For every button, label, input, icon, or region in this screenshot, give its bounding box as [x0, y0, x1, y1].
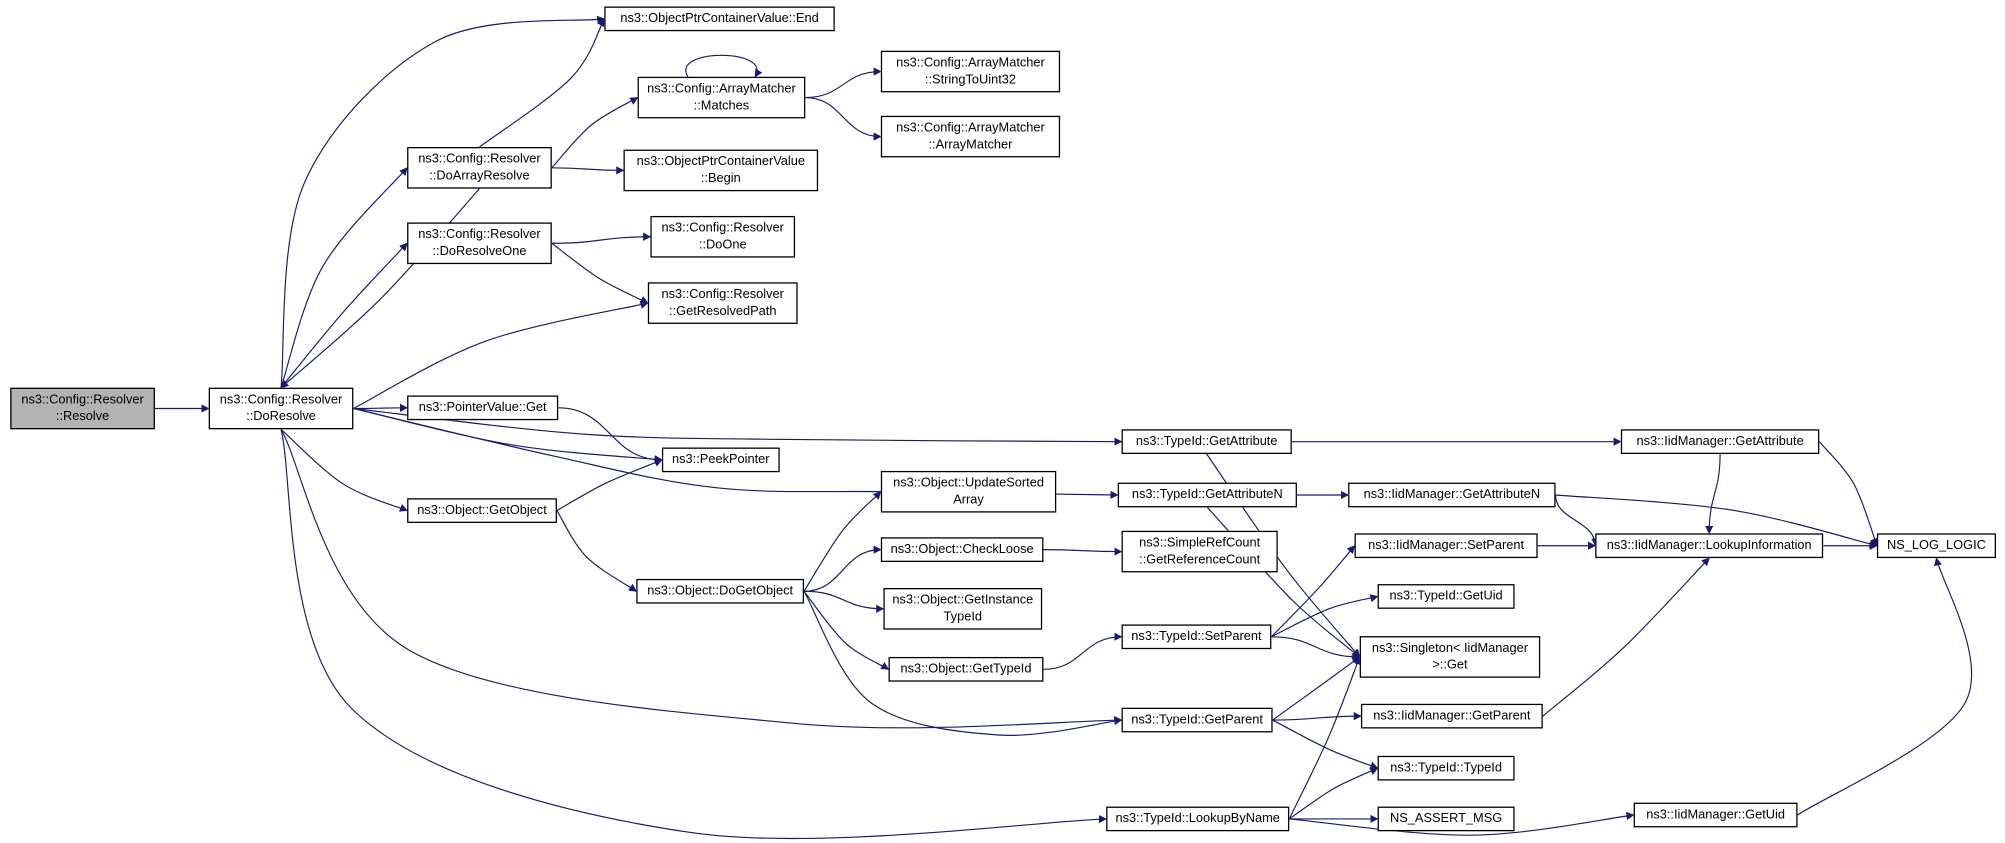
node-object-getinstancetypeid[interactable]: ns3::Object::GetInstance TypeId	[883, 588, 1043, 630]
node-typeid-setparent[interactable]: ns3::TypeId::SetParent	[1121, 624, 1272, 650]
node-iidmanager-getuid[interactable]: ns3::IidManager::GetUid	[1633, 802, 1798, 828]
edge-do_array_resolve--optr_end	[479, 18, 605, 148]
edge-do_get_object--update_sorted_array	[803, 491, 882, 592]
edge-do_resolve--get_resolved_path	[353, 300, 649, 410]
edge-do_get_object--check_loose	[804, 545, 882, 592]
edge-do_get_object--object_get_type_id	[803, 590, 890, 670]
node-config-resolver-doresolve[interactable]: ns3::Config::Resolver ::DoResolve	[208, 387, 354, 430]
edge-do_resolve--optr_end	[280, 15, 606, 388]
node-typeid-getattribute[interactable]: ns3::TypeId::GetAttribute	[1121, 429, 1292, 455]
node-config-resolver-resolve[interactable]: ns3::Config::Resolver ::Resolve	[10, 387, 155, 430]
edge-type_set_parent--iid_set_parent	[1270, 545, 1356, 638]
edge-type_set_parent--type_get_uid	[1271, 594, 1379, 638]
edge-type_get_parent--iid_get_parent	[1272, 712, 1362, 721]
node-arraymatcher-arraymatcher[interactable]: ns3::Config::ArrayMatcher ::ArrayMatcher	[880, 115, 1061, 158]
edge-do_resolve--do_array_resolve	[280, 167, 408, 388]
edge-iid_get_attribute--ns_log_logic	[1818, 441, 1879, 547]
node-iidmanager-getparent[interactable]: ns3::IidManager::GetParent	[1360, 703, 1543, 729]
edge-matches--matches	[685, 54, 763, 78]
edge-pointer_get--peek_pointer	[558, 407, 663, 464]
edge-lookup_by_name--type_id_ctor	[1288, 767, 1379, 820]
node-objectptrcontainervalue-end[interactable]: ns3::ObjectPtrContainerValue::End	[604, 6, 835, 32]
edge-do_resolve_one--get_resolved_path	[551, 242, 649, 304]
edge-get_object--peek_pointer	[556, 458, 663, 512]
edge-iid_get_attribute_n--lookup_information	[1554, 494, 1600, 547]
edge-matches--array_matcher_ctor	[805, 96, 882, 141]
node-typeid-getparent[interactable]: ns3::TypeId::GetParent	[1121, 707, 1273, 733]
edge-get_object--do_get_object	[556, 510, 637, 592]
node-ns-assert-msg[interactable]: NS_ASSERT_MSG	[1377, 806, 1515, 832]
edge-do_resolve--get_object	[280, 428, 408, 512]
node-arraymatcher-matches[interactable]: ns3::Config::ArrayMatcher ::Matches	[637, 76, 806, 119]
node-config-resolver-doresolveone[interactable]: ns3::Config::Resolver ::DoResolveOne	[407, 222, 552, 265]
node-typeid-getattributen[interactable]: ns3::TypeId::GetAttributeN	[1117, 482, 1297, 508]
node-typeid-getuid[interactable]: ns3::TypeId::GetUid	[1377, 584, 1515, 609]
edge-lookup_by_name--singleton_get	[1288, 656, 1361, 820]
node-iidmanager-lookupinformation[interactable]: ns3::IidManager::LookupInformation	[1595, 533, 1824, 559]
node-config-resolver-doone[interactable]: ns3::Config::Resolver ::DoOne	[650, 215, 796, 258]
node-object-updatesortedarray[interactable]: ns3::Object::UpdateSorted Array	[880, 470, 1057, 513]
edge-do_array_resolve--optr_begin	[551, 166, 625, 175]
node-object-gettypeid[interactable]: ns3::Object::GetTypeId	[888, 656, 1044, 682]
node-typeid-typeid[interactable]: ns3::TypeId::TypeId	[1377, 755, 1515, 781]
node-object-getobject[interactable]: ns3::Object::GetObject	[407, 498, 557, 523]
edge-iid_get_parent--lookup_information	[1542, 557, 1710, 717]
node-config-resolver-getresolvedpath[interactable]: ns3::Config::Resolver ::GetResolvedPath	[647, 282, 798, 324]
node-typeid-lookupbyname[interactable]: ns3::TypeId::LookupByName	[1106, 806, 1290, 832]
edge-iid_get_attribute--lookup_information	[1705, 454, 1721, 535]
edge-matches--string_to_uint32	[805, 67, 882, 99]
node-arraymatcher-stringtouint32[interactable]: ns3::Config::ArrayMatcher ::StringToUint…	[880, 50, 1061, 93]
node-simplerefcount-getreferencecount[interactable]: ns3::SimpleRefCount ::GetReferenceCount	[1121, 530, 1278, 573]
node-iidmanager-getattribute[interactable]: ns3::IidManager::GetAttribute	[1620, 429, 1820, 455]
edge-do_resolve--pointer_get	[353, 403, 408, 412]
node-config-resolver-doarrayresolve[interactable]: ns3::Config::Resolver ::DoArrayResolve	[407, 147, 552, 189]
node-ns-log-logic[interactable]: NS_LOG_LOGIC	[1876, 533, 1996, 559]
edge-do_resolve_one--do_one	[551, 232, 652, 244]
edge-type_get_parent--singleton_get	[1272, 656, 1361, 721]
node-iidmanager-getattributen[interactable]: ns3::IidManager::GetAttributeN	[1348, 482, 1556, 508]
edge-check_loose--get_reference_count	[1043, 547, 1123, 556]
node-singleton-iidmanager-get[interactable]: ns3::Singleton< IidManager >::Get	[1359, 636, 1541, 678]
edge-iid_get_uid--ns_log_logic	[1797, 557, 1973, 816]
node-objectptrcontainervalue-begin[interactable]: ns3::ObjectPtrContainerValue ::Begin	[623, 149, 819, 192]
node-iidmanager-setparent[interactable]: ns3::IidManager::SetParent	[1354, 533, 1538, 559]
node-peekpointer[interactable]: ns3::PeekPointer	[661, 447, 780, 473]
edge-do_get_object--get_instance_type_id	[804, 590, 885, 613]
node-object-dogetobject[interactable]: ns3::Object::DoGetObject	[636, 578, 805, 604]
node-object-checkloose[interactable]: ns3::Object::CheckLoose	[880, 537, 1044, 562]
edge-do_resolve--do_resolve_one	[280, 242, 408, 389]
edge-do_array_resolve--do_resolve	[280, 188, 480, 389]
edge-object_get_type_id--type_set_parent	[1043, 632, 1123, 670]
node-pointervalue-get[interactable]: ns3::PointerValue::Get	[407, 395, 559, 421]
edge-type_set_parent--singleton_get	[1271, 636, 1361, 662]
